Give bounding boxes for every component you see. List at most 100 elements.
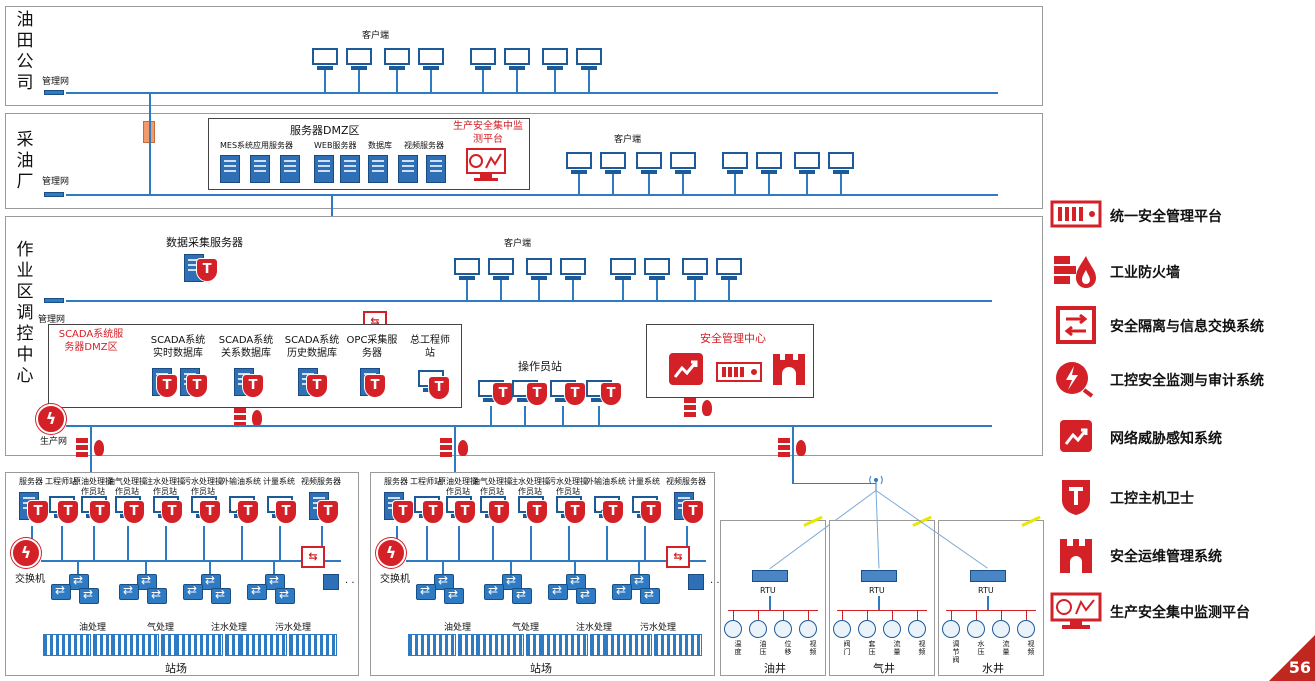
opc-server-label: OPC采集服务器: [346, 335, 398, 359]
dispatch-mgmt-network: [66, 300, 992, 302]
device-link: [976, 610, 977, 620]
workstation-icon: [384, 48, 410, 72]
zone-label-dispatch-center: 作业区调控中心: [16, 240, 34, 386]
client-link: [396, 70, 398, 92]
group-label: 油处理: [444, 623, 472, 633]
ellipsis: · ·: [345, 578, 355, 589]
switch-icon: [548, 583, 568, 600]
server-icon: [368, 155, 388, 183]
switch-link: [145, 562, 147, 576]
well-title: 水井: [982, 662, 1004, 675]
station-node-label: 外输油系统: [221, 477, 261, 486]
sensor-icon: [942, 620, 960, 638]
sensor-icon: [1017, 620, 1035, 638]
ellipsis: · ·: [710, 578, 720, 589]
field-io-rack: [540, 634, 588, 656]
node-link: [241, 526, 243, 560]
mgmt-net-icon: [44, 90, 64, 95]
node-link: [686, 526, 688, 560]
host-guard-icon: T: [526, 382, 548, 406]
group-label: 注水处理: [576, 623, 613, 633]
workstation-icon: [526, 258, 552, 282]
well-box: [829, 520, 935, 676]
server-icon: [314, 155, 334, 183]
workstation-icon: [722, 152, 748, 176]
client-link: [612, 174, 614, 194]
station-network: [41, 560, 341, 562]
station-node-label: 服务器: [19, 477, 43, 486]
node-link: [321, 526, 323, 560]
field-io-rack: [43, 634, 91, 656]
page-number: 56: [1269, 635, 1315, 681]
switch-icon: [51, 583, 71, 600]
sensor-label: 位移: [784, 640, 792, 656]
field-io-rack: [239, 634, 287, 656]
workstation-icon: [566, 152, 592, 176]
host-guard-icon: T: [488, 500, 510, 524]
legend-label: 工业防火墙: [1110, 265, 1180, 281]
sensor-label: 视频: [809, 640, 817, 656]
node-link: [530, 526, 532, 560]
device-link: [1026, 610, 1027, 620]
client-link: [324, 70, 326, 92]
threat-awareness-icon: [669, 353, 703, 385]
sensor-icon: [883, 620, 901, 638]
client-link: [466, 280, 468, 300]
switch-icon: [512, 587, 532, 604]
switch-link: [209, 562, 211, 576]
workstation-icon: [470, 48, 496, 72]
field-io-rack: [654, 634, 702, 656]
host-guard-icon: T: [682, 500, 704, 524]
legend-item: 工控主机卫士: [1050, 478, 1315, 518]
well-bus: [946, 610, 1036, 611]
well-box: [720, 520, 826, 676]
switch-label: 交换机: [380, 574, 410, 585]
sensor-label: 油压: [759, 640, 767, 656]
rtu-icon: [752, 570, 788, 582]
field-io-rack: [604, 634, 652, 656]
scada-dmz-title: SCADA系统服务器DMZ区: [58, 329, 124, 353]
legend-item: 生产安全集中监测平台: [1050, 592, 1315, 632]
sensor-label: 流量: [1002, 640, 1010, 656]
host-guard-icon: T: [242, 374, 264, 398]
station-node-label: 服务器: [384, 477, 408, 486]
station-node-label: 注水处理操作员站: [510, 477, 550, 496]
company-mgmt-network: [66, 92, 998, 94]
mgmt-net-icon: [44, 298, 64, 303]
client-link: [578, 174, 580, 194]
sensor-icon: [858, 620, 876, 638]
audit-monitor-icon: ϟ: [36, 404, 66, 434]
dmz-server-label-video: 视频服务器: [404, 141, 444, 150]
device-link: [951, 610, 952, 620]
production-net-label: 生产网: [40, 437, 68, 447]
ops-management-icon: [773, 354, 805, 385]
node-link: [644, 526, 646, 560]
client-link: [572, 280, 574, 300]
server-icon: [426, 155, 446, 183]
workstation-icon: [346, 48, 372, 72]
sensor-icon: [908, 620, 926, 638]
workstation-icon: [504, 48, 530, 72]
legend-label: 工控主机卫士: [1110, 491, 1194, 507]
industrial-firewall-icon: [684, 398, 712, 418]
client-link: [840, 174, 842, 194]
switch-link: [273, 562, 275, 576]
server-icon: [398, 155, 418, 183]
switch-icon: [502, 573, 522, 590]
switch-icon: [612, 583, 632, 600]
field-io-rack: [476, 634, 524, 656]
switch-icon: [444, 587, 464, 604]
device-link: [1001, 610, 1002, 620]
unified-security-platform-icon: [1050, 196, 1102, 234]
legend-label: 统一安全管理平台: [1110, 209, 1222, 225]
field-io-rack: [408, 634, 456, 656]
device-link: [758, 610, 759, 620]
legend-item: 统一安全管理平台: [1050, 196, 1315, 236]
legend-label: 安全隔离与信息交换系统: [1110, 319, 1264, 335]
legend-item: 安全隔离与信息交换系统: [1050, 306, 1315, 346]
station-node-label: 原油处理操作员站: [73, 477, 113, 496]
client-link: [490, 406, 492, 426]
rtu-label: RTU: [760, 586, 776, 595]
host-guard-icon: T: [640, 500, 662, 524]
sensor-icon: [967, 620, 985, 638]
